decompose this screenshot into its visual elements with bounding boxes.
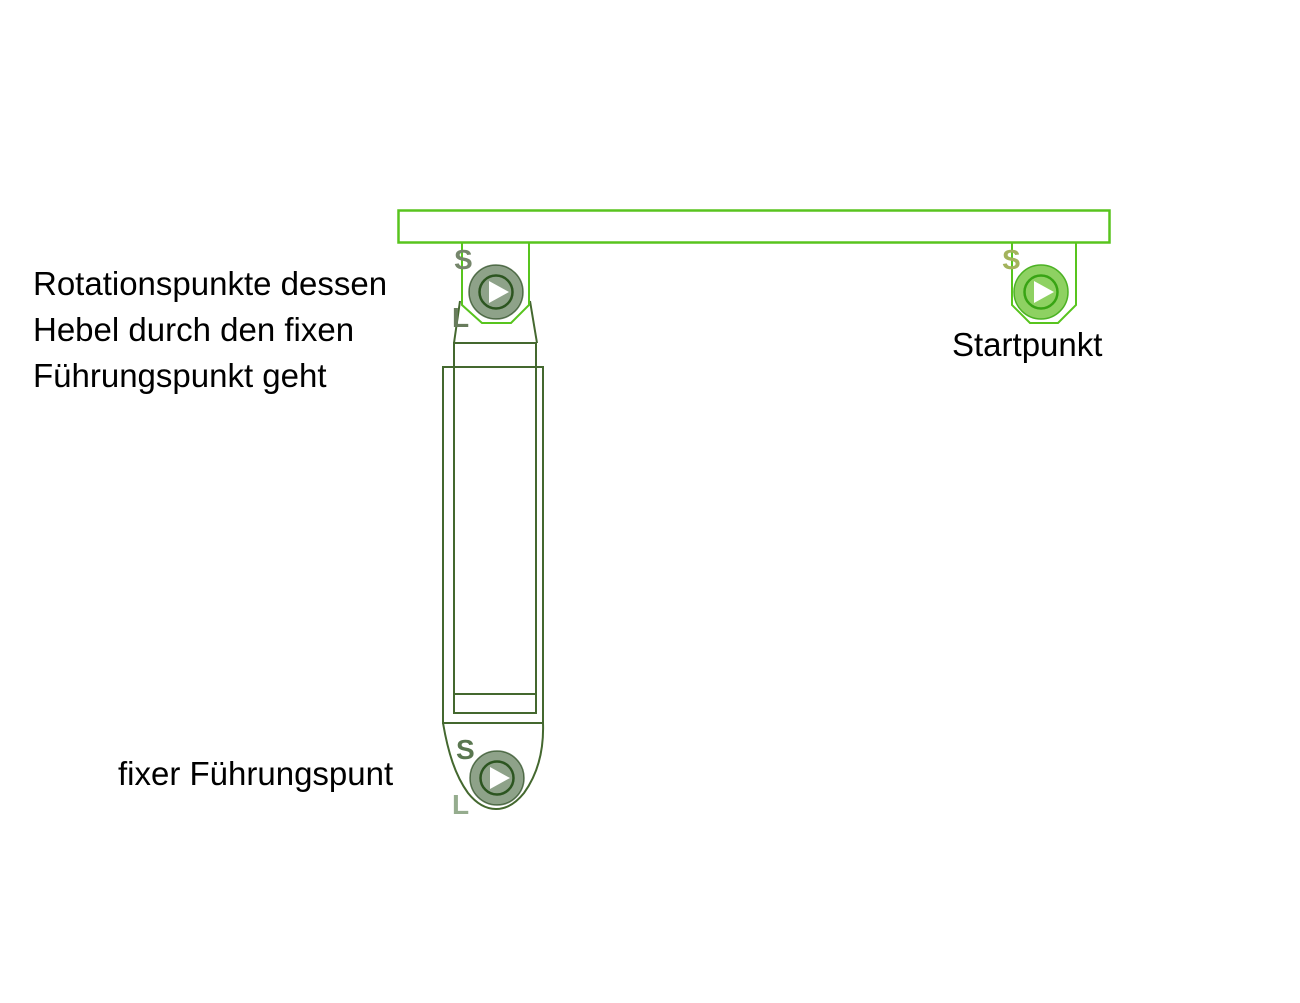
start-joint-marker[interactable]: [1013, 264, 1069, 320]
piston-cylinder: [442, 366, 544, 724]
piston-rod: [453, 342, 537, 714]
right-joint-tab: [1011, 243, 1077, 324]
joint-marker-s-top-right: S: [1002, 244, 1021, 275]
joint-marker-l-bottom: L: [452, 789, 470, 820]
joint-ring: [478, 274, 514, 310]
play-icon: [1034, 281, 1054, 303]
joint-marker-s-bottom: S: [456, 734, 475, 765]
rotation-annotation-line-3: Führungspunkt geht: [33, 357, 327, 394]
fixed-guide-label: fixer Führungspunt: [118, 755, 394, 792]
joint-marker-s-top-left: S: [454, 244, 473, 275]
play-icon: [490, 767, 510, 789]
rotation-annotation: Rotationspunkte dessen Hebel durch den f…: [33, 261, 387, 399]
joint-ring: [1023, 274, 1059, 310]
start-point-label: Startpunkt: [952, 326, 1103, 363]
joint-ring: [479, 760, 515, 796]
guide-joint-marker[interactable]: [469, 750, 525, 806]
rotation-annotation-line-2: Hebel durch den fixen: [33, 311, 355, 348]
piston-bottom-cap: [442, 722, 545, 811]
rotation-annotation-line-1: Rotationspunkte dessen: [33, 265, 388, 302]
play-icon: [489, 281, 509, 303]
left-joint-tab: [461, 243, 530, 324]
piston-shoulder: [453, 300, 538, 344]
piston-assembly: [442, 300, 545, 811]
rotation-joint-marker[interactable]: [468, 264, 524, 320]
beam-outline: [397, 209, 1111, 244]
joint-marker-l-top-left: L: [452, 302, 470, 333]
